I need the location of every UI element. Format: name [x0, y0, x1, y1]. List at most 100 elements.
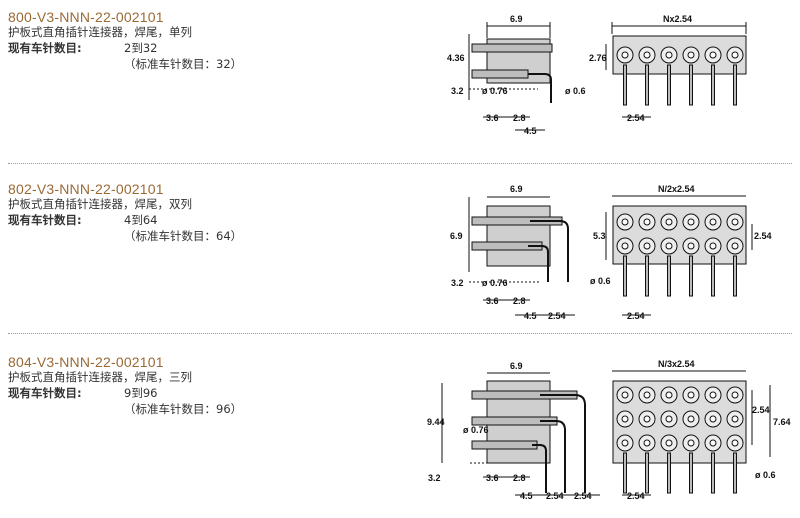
standard-count: （标准车针数目：96）	[124, 402, 243, 416]
count-label: 现有车针数目:	[8, 41, 82, 55]
pin-tail	[733, 452, 737, 494]
section-divider	[8, 163, 792, 164]
pin-hole	[665, 218, 673, 226]
pin-hole	[643, 391, 651, 399]
dim-right-pitch: 2.54	[754, 231, 772, 241]
pin-tail	[667, 452, 671, 494]
pin-tail	[667, 64, 671, 106]
dim-tail-d: ø 0.6	[755, 470, 776, 480]
dim-base: 3.2	[428, 473, 441, 483]
dim-a: 3.6	[486, 113, 499, 123]
dim-tail-d: ø 0.6	[565, 86, 586, 96]
dim-base: 3.2	[451, 278, 464, 288]
pin-tail	[711, 452, 715, 494]
dim-b: 2.8	[513, 296, 526, 306]
count-label: 现有车针数目:	[8, 213, 82, 227]
pin-hole	[731, 439, 739, 447]
pin-hole	[643, 218, 651, 226]
product-800: 800-V3-NNN-22-002101 护板式直角插针连接器，焊尾，单列 现有…	[0, 0, 800, 172]
dim-d: 2.54	[546, 491, 564, 501]
part-number: 800-V3-NNN-22-002101	[8, 9, 164, 25]
front-view	[605, 195, 753, 316]
pin-tail	[623, 255, 627, 297]
drawing-800: 6.9 4.36 3.2 ø 0.76 ø 0.6 3.6 2.8 4.5 Nx…	[447, 14, 747, 136]
section-divider	[8, 333, 792, 334]
pin-hole	[621, 439, 629, 447]
standard-count: （标准车针数目：64）	[124, 229, 243, 243]
dim-height: 4.36	[447, 53, 465, 63]
product-802: 802-V3-NNN-22-002101 护板式直角插针连接器，焊尾，双列 现有…	[0, 172, 800, 344]
pin-hole	[731, 242, 739, 250]
count-value: 4到64	[124, 213, 158, 227]
pin-hole	[643, 439, 651, 447]
dim-a: 3.6	[486, 473, 499, 483]
count-label: 现有车针数目:	[8, 386, 82, 400]
pin-hole	[665, 51, 673, 59]
dim-right-h: 2.76	[589, 53, 607, 63]
pin-tail	[667, 255, 671, 297]
count-value: 9到96	[124, 386, 158, 400]
pin-hole	[709, 439, 717, 447]
dim-height: 6.9	[450, 231, 463, 241]
pin-hole	[731, 415, 739, 423]
side-view	[468, 196, 575, 316]
dim-bottom: 2.54	[627, 491, 645, 501]
pin-hole	[687, 242, 695, 250]
dim-b: 2.8	[513, 113, 526, 123]
drawing-802: 6.9 6.9 3.2 ø 0.76 ø 0.6 3.6 2.8 4.5 2.5…	[450, 184, 772, 321]
pin-hole	[665, 439, 673, 447]
pin-hole	[731, 218, 739, 226]
standard-count: （标准车针数目：32）	[124, 57, 243, 71]
dim-c: 4.5	[524, 126, 537, 136]
dim-tail-d: ø 0.6	[590, 276, 611, 286]
dim-width: 6.9	[510, 184, 523, 194]
dim-right-h: 7.64	[773, 417, 791, 427]
drawing-804: 6.9 9.44 ø 0.76 3.2 3.6 2.8 4.5 2.54 2.5…	[427, 359, 791, 501]
dim-d: 2.54	[548, 311, 566, 321]
dim-base: 3.2	[451, 86, 464, 96]
pin-hole	[621, 415, 629, 423]
dim-width: 6.9	[510, 361, 523, 371]
dim-a: 3.6	[486, 296, 499, 306]
dim-c: 4.5	[524, 311, 537, 321]
side-view	[468, 22, 553, 131]
pin-hole	[687, 51, 695, 59]
dim-e: 2.54	[574, 491, 592, 501]
pin-tail	[689, 255, 693, 297]
pin-hole	[665, 242, 673, 250]
pin-hole	[731, 51, 739, 59]
count-value: 2到32	[124, 41, 158, 55]
pin-hole	[621, 242, 629, 250]
pin-tail	[623, 452, 627, 494]
dim-bottom: 2.54	[627, 113, 645, 123]
pin-tail	[733, 64, 737, 106]
pin-hole	[709, 51, 717, 59]
pin-hole	[709, 242, 717, 250]
dim-pin-d: ø 0.76	[482, 278, 508, 288]
pin-tail	[645, 255, 649, 297]
pin-hole	[643, 51, 651, 59]
dim-bottom: 2.54	[627, 311, 645, 321]
pin-hole	[665, 391, 673, 399]
pin-tail	[733, 255, 737, 297]
dim-pin-d: ø 0.76	[463, 425, 489, 435]
description: 护板式直角插针连接器，焊尾，双列	[8, 197, 192, 211]
pin-hole	[643, 242, 651, 250]
pin-hole	[709, 391, 717, 399]
pin-hole	[643, 415, 651, 423]
product-804: 804-V3-NNN-22-002101 护板式直角插针连接器，焊尾，三列 现有…	[0, 345, 800, 517]
pin-hole	[665, 415, 673, 423]
part-number: 804-V3-NNN-22-002101	[8, 354, 164, 370]
front-view	[612, 370, 771, 496]
pin-hole	[687, 415, 695, 423]
dim-right-pitch: 2.54	[752, 405, 770, 415]
pin-tail	[711, 64, 715, 106]
pin-hole	[621, 51, 629, 59]
pin-tail	[645, 452, 649, 494]
pin-hole	[731, 391, 739, 399]
pin-hole	[687, 218, 695, 226]
pin-hole	[687, 391, 695, 399]
side-view	[441, 372, 600, 496]
dim-pitch: Nx2.54	[663, 14, 692, 24]
dim-width: 6.9	[510, 14, 523, 24]
